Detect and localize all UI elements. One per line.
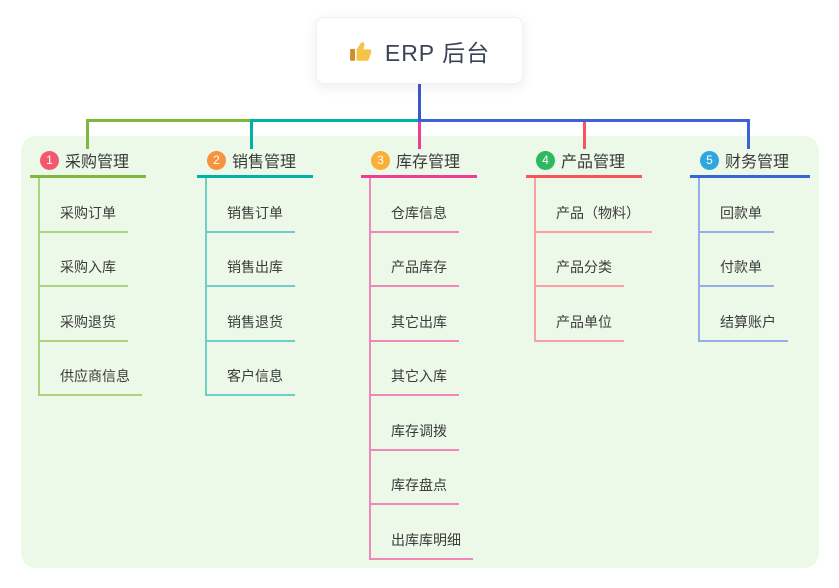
- root-connector-line: [418, 84, 421, 120]
- branch-header[interactable]: 2 销售管理: [197, 150, 313, 178]
- branch-item[interactable]: 产品分类: [536, 233, 642, 287]
- branch-1: 1 采购管理 采购订单采购入库采购退货供应商信息: [30, 150, 146, 396]
- connector-bus-segment-3: [418, 119, 750, 122]
- branch-2: 2 销售管理 销售订单销售出库销售退货客户信息: [197, 150, 313, 396]
- branch-item[interactable]: 采购入库: [40, 233, 146, 287]
- branch-number-badge: 1: [40, 150, 59, 170]
- branch-number-badge: 3: [371, 150, 390, 170]
- branch-item[interactable]: 销售退货: [207, 287, 313, 342]
- branch-item[interactable]: 库存盘点: [371, 451, 477, 505]
- branch-item[interactable]: 产品（物料）: [536, 178, 652, 233]
- branch-item[interactable]: 结算账户: [700, 287, 810, 342]
- branch-children: 仓库信息产品库存其它出库其它入库库存调拨库存盘点出库库明细: [369, 178, 477, 560]
- branch-item[interactable]: 供应商信息: [40, 342, 146, 396]
- branch-children: 销售订单销售出库销售退货客户信息: [205, 178, 313, 396]
- branch-item-label: 其它入库: [371, 368, 459, 396]
- branch-item-label: 其它出库: [371, 314, 459, 342]
- branch-number-badge: 5: [700, 150, 719, 170]
- branch-item-label: 客户信息: [207, 368, 295, 396]
- branch-title: 库存管理: [396, 154, 461, 171]
- branch-item[interactable]: 库存调拨: [371, 396, 477, 451]
- branch-item-label: 销售退货: [207, 314, 295, 342]
- branch-header[interactable]: 1 采购管理: [30, 150, 146, 178]
- thumbs-up-icon: [349, 38, 375, 64]
- branch-4: 4 产品管理 产品（物料） 产品分类产品单位: [526, 150, 652, 342]
- branch-item-label: 结算账户: [700, 314, 788, 342]
- branch-item-label: 产品库存: [371, 259, 459, 287]
- branch-header[interactable]: 4 产品管理: [526, 150, 642, 178]
- branch-item-label: 回款单: [700, 205, 774, 233]
- branch-title: 销售管理: [232, 154, 297, 171]
- branch-item[interactable]: 产品单位: [536, 287, 642, 342]
- branches-panel: [21, 136, 819, 568]
- branch-item[interactable]: 付款单: [700, 233, 810, 287]
- branch-item-label: 付款单: [700, 259, 774, 287]
- branch-item[interactable]: 销售出库: [207, 233, 313, 287]
- connector-drop-line-2: [250, 119, 253, 149]
- connector-drop-line-4: [583, 119, 586, 149]
- branch-item-label: 出库库明细: [371, 532, 473, 560]
- branch-item-label: 产品单位: [536, 314, 624, 342]
- root-node-label: ERP 后台: [384, 39, 491, 66]
- branch-item[interactable]: 客户信息: [207, 342, 313, 396]
- connector-drop-line-3: [418, 119, 421, 149]
- branch-item-label: 采购退货: [40, 314, 128, 342]
- branch-item[interactable]: 其它出库: [371, 287, 477, 342]
- branch-5: 5 财务管理 回款单付款单结算账户: [690, 150, 810, 342]
- branch-item-label: 库存盘点: [371, 477, 459, 505]
- branch-item-label: 供应商信息: [40, 368, 142, 396]
- branch-item-label: 采购入库: [40, 259, 128, 287]
- branch-item-label: 销售订单: [207, 205, 295, 233]
- branch-header[interactable]: 3 库存管理: [361, 150, 477, 178]
- branch-item[interactable]: 采购退货: [40, 287, 146, 342]
- branch-item-label: 销售出库: [207, 259, 295, 287]
- connector-drop-line-5: [747, 119, 750, 149]
- branch-item[interactable]: 出库库明细: [371, 505, 477, 560]
- branch-item-label: 库存调拨: [371, 423, 459, 451]
- branch-item[interactable]: 采购订单: [40, 178, 146, 233]
- branch-title: 产品管理: [561, 154, 626, 171]
- branch-item-label: 采购订单: [40, 205, 128, 233]
- branch-children: 产品（物料） 产品分类产品单位: [534, 178, 652, 342]
- connector-bus-segment-2: [250, 119, 418, 122]
- branch-item[interactable]: 销售订单: [207, 178, 313, 233]
- branch-item[interactable]: 其它入库: [371, 342, 477, 396]
- branch-title: 采购管理: [65, 154, 130, 171]
- branch-number-badge: 2: [207, 150, 226, 170]
- branch-item-label: 产品（物料）: [536, 205, 652, 233]
- branch-title: 财务管理: [725, 154, 790, 171]
- branch-children: 采购订单采购入库采购退货供应商信息: [38, 178, 146, 396]
- branch-3: 3 库存管理 仓库信息产品库存其它出库其它入库库存调拨库存盘点出库库明细: [361, 150, 477, 560]
- connector-bus-segment-1: [86, 119, 253, 122]
- branch-item[interactable]: 产品库存: [371, 233, 477, 287]
- branch-item-label: 产品分类: [536, 259, 624, 287]
- root-node[interactable]: ERP 后台: [316, 17, 523, 84]
- branch-item[interactable]: 回款单: [700, 178, 810, 233]
- branch-header[interactable]: 5 财务管理: [690, 150, 810, 178]
- branch-children: 回款单付款单结算账户: [698, 178, 810, 342]
- branch-item[interactable]: 仓库信息: [371, 178, 477, 233]
- connector-drop-line-1: [86, 119, 89, 149]
- branch-item-label: 仓库信息: [371, 205, 459, 233]
- branch-number-badge: 4: [536, 150, 555, 170]
